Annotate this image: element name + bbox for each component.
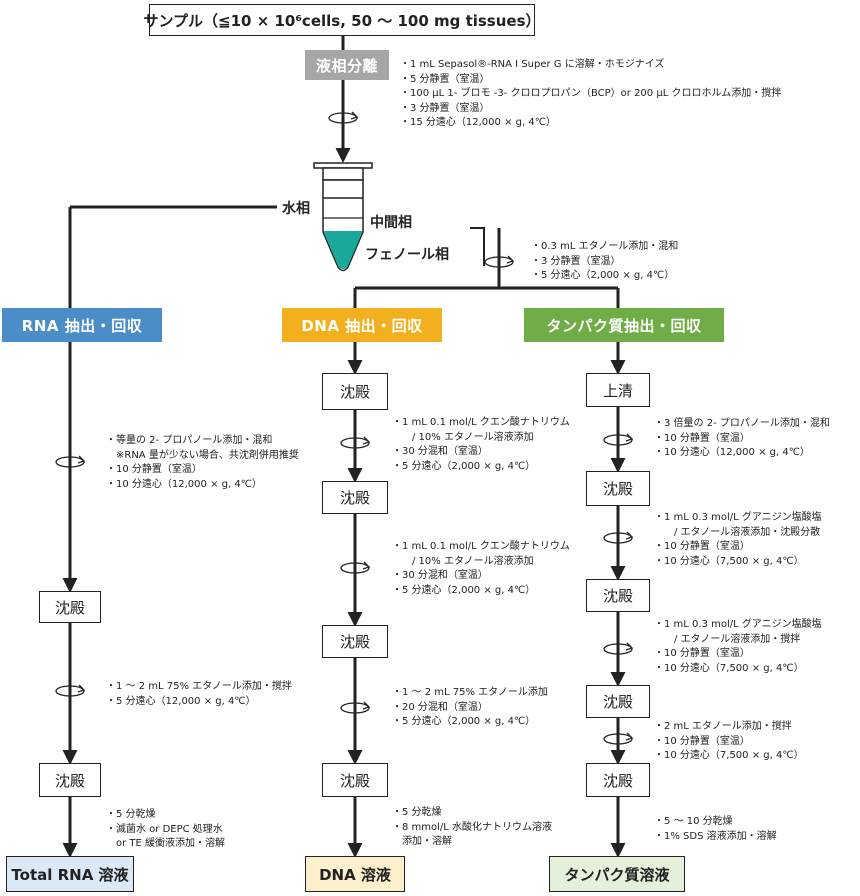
centrifuge-tube-icon [313, 162, 373, 272]
rna-steps-3: ・5 分乾燥 ・滅菌水 or DEPC 処理水 or TE 緩衝液添加・溶解 [106, 809, 226, 849]
sample-title: サンプル（≦10 × 10⁶cells, 50 〜 100 mg tissues… [143, 4, 541, 36]
phase-dna-label: DNA 抽出・回収 [282, 308, 442, 342]
rna-pellet-2: 沈殿 [39, 763, 101, 797]
protein-steps-5: ・5 〜 10 分乾燥 ・1% SDS 溶液添加・溶解 [654, 816, 777, 842]
protein-pellet-1: 沈殿 [586, 471, 650, 506]
phenol-steps: ・0.3 mL エタノール添加・混和 ・3 分静置（室温） ・5 分遠心（2,0… [531, 241, 679, 281]
aqueous-phase-label: 水相 [282, 201, 310, 217]
protein-steps-3: ・1 mL 0.3 mol/L グアニジン塩酸塩 / エタノール溶液添加・撹拌 … [654, 619, 822, 674]
rna-pellet-1: 沈殿 [39, 591, 101, 623]
dna-pellet-1: 沈殿 [322, 373, 388, 410]
protein-pellet-2: 沈殿 [586, 579, 650, 612]
dna-steps-3: ・1 〜 2 mL 75% エタノール添加 ・20 分混和（室温） ・5 分遠心… [392, 687, 548, 727]
protein-steps-1: ・3 倍量の 2- プロパノール添加・混和 ・10 分静置（室温） ・10 分遠… [654, 418, 830, 458]
final-dna: DNA 溶液 [305, 856, 405, 892]
phase-separation-label: 液相分離 [305, 50, 389, 80]
protein-supernatant: 上清 [586, 373, 650, 407]
rna-steps-2: ・1 〜 2 mL 75% エタノール添加・撹拌 ・5 分遠心（12,000 ×… [106, 681, 292, 707]
dna-steps-2: ・1 mL 0.1 mol/L クエン酸ナトリウム / 10% エタノール溶液添… [392, 541, 570, 596]
dna-pellet-3: 沈殿 [322, 625, 388, 658]
dna-steps-1: ・1 mL 0.1 mol/L クエン酸ナトリウム / 10% エタノール溶液添… [392, 417, 570, 472]
final-total-rna: Total RNA 溶液 [6, 856, 134, 892]
dna-pellet-4: 沈殿 [322, 763, 388, 797]
interphase-label: 中間相 [370, 215, 412, 231]
phenol-phase-label: フェノール相 [365, 247, 449, 263]
protein-pellet-3: 沈殿 [586, 685, 650, 718]
phase-protein-label: タンパク質抽出・回収 [524, 308, 724, 342]
protein-steps-2: ・1 mL 0.3 mol/L グアニジン塩酸塩 / エタノール溶液添加・沈殿分… [654, 512, 822, 567]
final-protein: タンパク質溶液 [549, 856, 685, 892]
rna-steps-1: ・等量の 2- プロパノール添加・混和 ※RNA 量が少ない場合、共沈剤併用推奨… [106, 435, 299, 490]
protein-pellet-4: 沈殿 [586, 763, 650, 797]
protein-steps-4: ・2 mL エタノール添加・撹拌 ・10 分静置（室温） ・10 分遠心（7,5… [654, 721, 804, 761]
dna-steps-4: ・5 分乾燥 ・8 mmol/L 水酸化ナトリウム溶液 添加・溶解 [392, 807, 553, 847]
separation-steps: ・1 mL Sepasol®-RNA I Super G に溶解・ホモジナイズ … [400, 59, 782, 128]
phase-rna-label: RNA 抽出・回収 [2, 308, 162, 342]
dna-pellet-2: 沈殿 [322, 481, 388, 514]
